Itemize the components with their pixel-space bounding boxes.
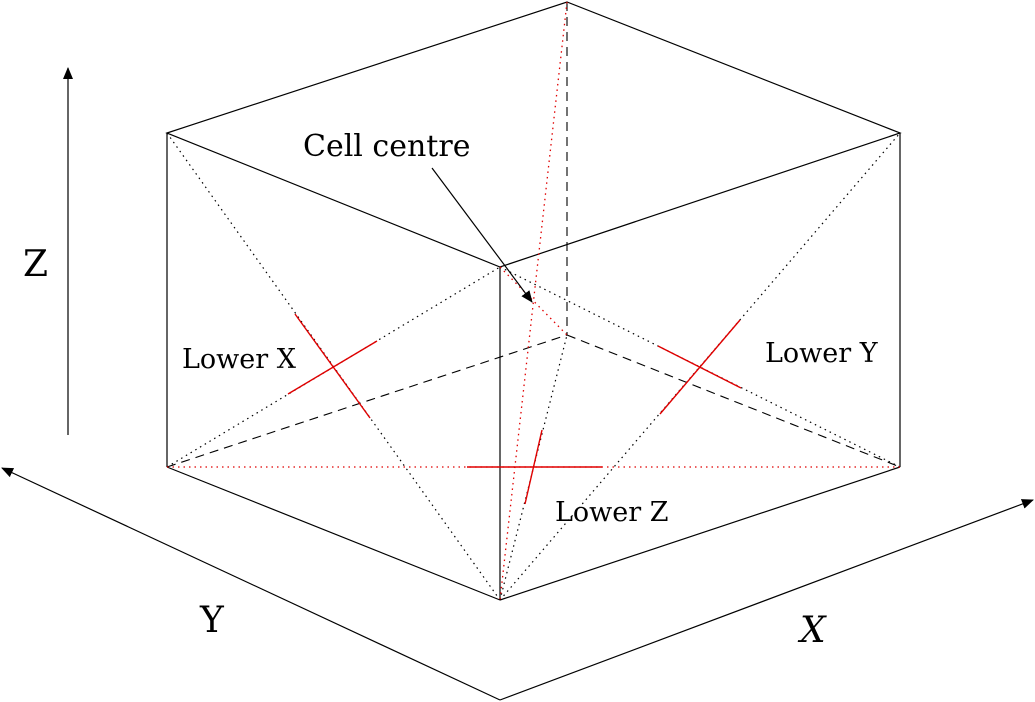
box-edges bbox=[165, 1, 902, 601]
hidden-bottom-left-edge bbox=[166, 334, 568, 468]
cell-centre-label: Cell centre bbox=[303, 129, 470, 164]
lower-y-face-centre-marker bbox=[657, 319, 742, 415]
lower-x-face-centre-marker bbox=[287, 313, 378, 419]
body-diagonal-centre bbox=[499, 266, 568, 336]
cell-centre-pointer-arrow bbox=[431, 167, 533, 303]
lower-z-face-centre-marker bbox=[467, 429, 602, 505]
x-axis-arrow bbox=[499, 499, 1034, 701]
face-centre-markers bbox=[287, 313, 742, 505]
labels: Z Y X Cell centre Lower X Lower Y Lower … bbox=[23, 129, 879, 651]
lower-y-label: Lower Y bbox=[765, 338, 879, 369]
lower-z-label: Lower Z bbox=[555, 497, 669, 528]
x-axis-label: X bbox=[797, 610, 827, 651]
hidden-edges bbox=[166, 2, 901, 468]
top-face-outline bbox=[165, 1, 902, 268]
y-axis-arrow bbox=[1, 467, 501, 701]
bottom-left-edge bbox=[166, 466, 501, 601]
body-diagonal-top bbox=[499, 1, 568, 601]
z-axis-label: Z bbox=[23, 244, 48, 285]
axes bbox=[1, 67, 1034, 701]
y-axis-label: Y bbox=[199, 600, 225, 641]
lower-x-label: Lower X bbox=[182, 344, 297, 375]
centre-construction-lines bbox=[167, 1, 900, 601]
bottom-right-edge bbox=[499, 466, 901, 601]
right-face-diagonal-2 bbox=[499, 132, 901, 601]
